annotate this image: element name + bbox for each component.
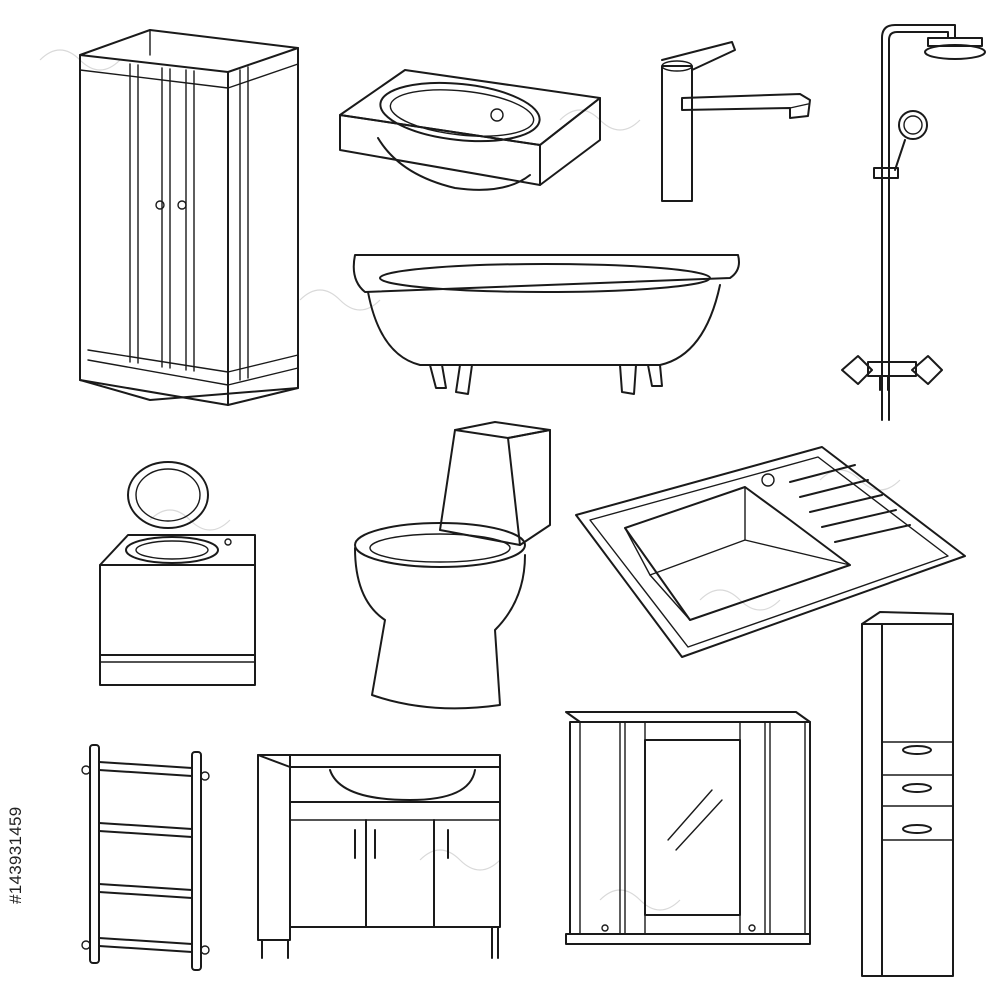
toilet-icon: [354, 421, 551, 710]
towel-rail-icon: [81, 744, 210, 971]
tall-cabinet-icon: [861, 611, 954, 977]
shower-cabin-icon: [79, 29, 299, 406]
faucet-icon: [661, 41, 811, 202]
mirror-cabinet-icon: [565, 711, 811, 945]
bidet-icon: [99, 461, 256, 686]
kitchen-sink-icon: [575, 446, 966, 658]
bathtub-icon: [352, 254, 740, 395]
stock-id-label: #143931459: [6, 806, 25, 904]
vanity-cabinet-icon: [257, 754, 501, 959]
shower-system-icon: [841, 24, 986, 421]
washbasin-icon: [339, 69, 601, 191]
